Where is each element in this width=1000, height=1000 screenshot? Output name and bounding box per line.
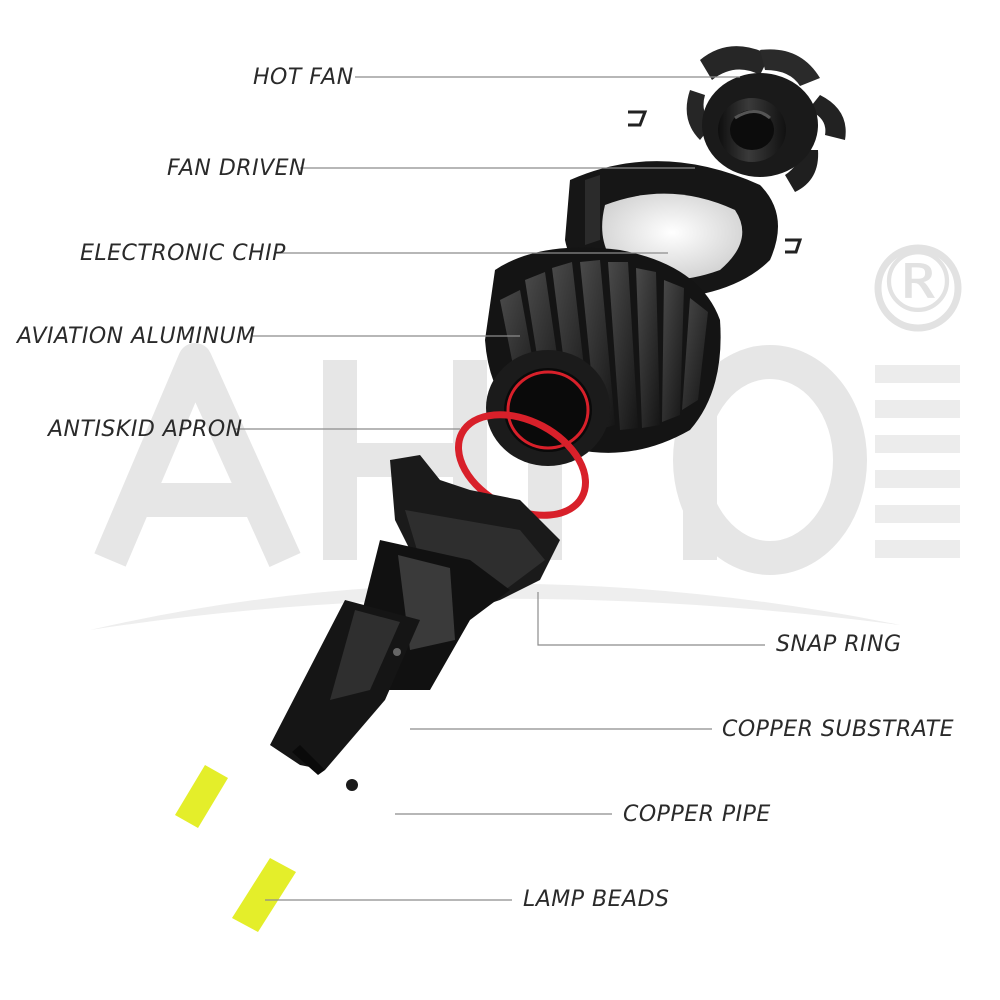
leader-lines xyxy=(235,76,765,901)
lamp-beads-part xyxy=(175,765,296,932)
watermark-swoosh xyxy=(90,583,900,630)
watermark-registered-symbol: ® xyxy=(875,233,961,333)
label-fan-driven: FAN DRIVEN xyxy=(167,156,306,181)
label-copper-substrate: COPPER SUBSTRATE xyxy=(722,717,955,742)
watermark-bars xyxy=(875,365,960,558)
label-antiskid-apron: ANTISKID APRON xyxy=(48,417,243,442)
label-copper-pipe: COPPER PIPE xyxy=(623,802,771,827)
leader-snap-ring xyxy=(537,592,765,646)
label-snap-ring: SNAP RING xyxy=(776,632,902,657)
label-hot-fan: HOT FAN xyxy=(253,65,354,90)
label-aviation-aluminum: AVIATION ALUMINUM xyxy=(17,324,256,349)
clip-top xyxy=(628,110,648,127)
copper-substrate-part xyxy=(270,600,420,775)
label-lamp-beads: LAMP BEADS xyxy=(523,887,670,912)
copper-pipe-part xyxy=(346,779,358,791)
hot-fan-part xyxy=(686,46,846,192)
aviation-aluminum-heatsink xyxy=(485,247,721,466)
clip-right xyxy=(785,238,803,254)
label-electronic-chip: ELECTRONIC CHIP xyxy=(80,241,286,266)
watermark-registered-ring xyxy=(874,244,962,332)
